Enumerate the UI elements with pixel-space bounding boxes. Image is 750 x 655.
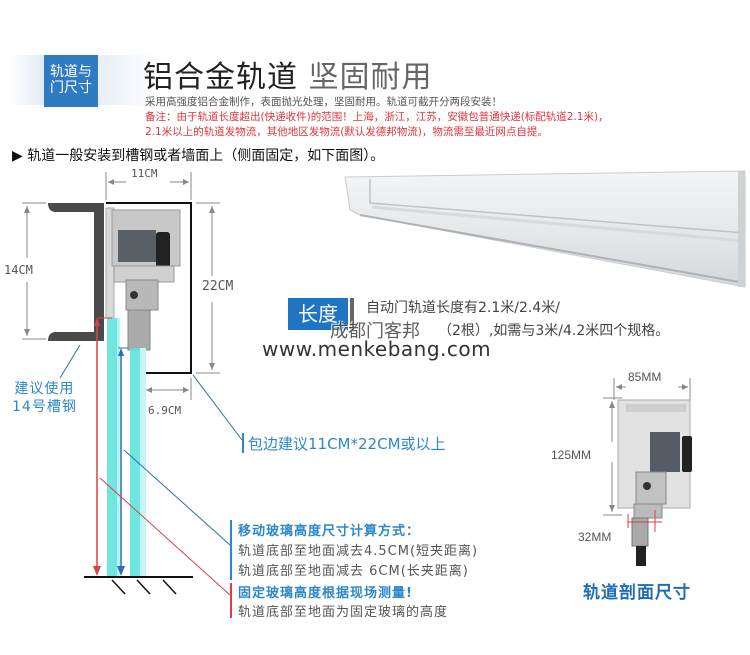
- cross-section-caption: 轨道剖面尺寸: [583, 583, 691, 603]
- installation-diagram: [22, 172, 243, 596]
- length-text-1: 自动门轨道长度有2.1米/2.4米/: [366, 300, 560, 316]
- length-divider: [350, 298, 354, 330]
- length-text-2: （2根）,如需与3米/4.2米四个规格。: [438, 323, 670, 339]
- watermark-url: www.menkebang.com: [262, 337, 492, 361]
- title-main: 铝合金轨道: [143, 60, 298, 95]
- height-125mm-label: 125MM: [551, 448, 592, 462]
- page-title: 铝合金轨道 坚固耐用: [143, 52, 433, 96]
- section-badge: 轨道与 门尺寸: [44, 55, 98, 107]
- badge-line-2: 门尺寸: [50, 80, 92, 96]
- shipping-note-2: 2.1米以上的轨道发物流，其他地区发物流(默认发德邦物流)，物流需至最近网点自提…: [145, 126, 548, 138]
- watermark-brand: 成都门客邦: [330, 321, 420, 342]
- badge-line-1: 轨道与: [50, 64, 92, 80]
- recommend-channel-callout: 建议使用 14号槽钢: [12, 380, 77, 416]
- calc-title: 移动玻璃高度尺寸计算方式：: [238, 524, 421, 539]
- width-11cm-label: 11CM: [131, 167, 158, 180]
- aluminum-rail-image: [344, 170, 746, 288]
- fixed-glass-title: 固定玻璃高度根据现场测量!: [238, 586, 413, 601]
- offset-32mm-label: 32MM: [578, 530, 612, 544]
- wrap-22cm-label: 22CM: [202, 279, 234, 294]
- recommend-line-1: 建议使用: [14, 381, 75, 397]
- calc-line-1: 轨道底部至地面减去4.5CM(短夹距离): [238, 544, 479, 559]
- calc-line-2: 轨道底部至地面减去 6CM(长夹距离): [238, 564, 469, 579]
- gap-6-9cm-label: 6.9CM: [148, 404, 182, 417]
- fixed-bar: [230, 583, 232, 618]
- length-badge: 长度: [288, 298, 348, 330]
- install-note: ▶ 轨道一般安装到槽钢或者墙面上（侧面固定，如下面图）。: [12, 148, 385, 164]
- channel-14cm-label: 14CM: [4, 263, 33, 277]
- wrap-size-note: 包边建议11CM*22CM或以上: [248, 435, 446, 453]
- shipping-note-1: 备注：由于轨道长度超出(快递收件)的范围！上海，浙江，江苏，安徽包普通快递(标配…: [145, 111, 609, 123]
- width-85mm-label: 85MM: [628, 370, 662, 384]
- wrap-note-bar: [242, 433, 244, 453]
- fixed-glass-line-1: 轨道底部至地面为固定玻璃的高度: [238, 605, 449, 620]
- calc-bar: [230, 520, 232, 580]
- description: 采用高强度铝合金制作，表面抛光处理，坚固耐用。轨道可截开分两段安装！: [145, 96, 502, 108]
- rail-cross-section: [603, 378, 692, 566]
- title-sub: 坚固耐用: [308, 60, 433, 95]
- recommend-line-2: 14号槽钢: [12, 399, 77, 415]
